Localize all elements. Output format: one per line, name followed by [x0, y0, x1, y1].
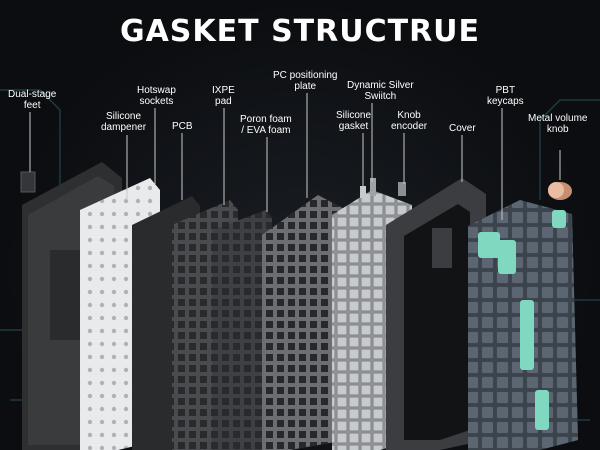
label-pcb: PCB [172, 121, 193, 132]
knob-encoder-part [370, 178, 376, 196]
metal-knob [548, 182, 572, 200]
dual-stage-feet-part [20, 171, 36, 193]
cover-layer [386, 178, 486, 450]
plate-layer [262, 195, 346, 450]
silicone-gasket-part [360, 186, 366, 198]
label-cover: Cover [449, 123, 476, 134]
foam-layer [212, 210, 272, 450]
leader-lines [29, 93, 561, 220]
label-poron-eva-foam: Poron foam/ EVA foam [240, 114, 292, 136]
page-title: GASKET STRUCTRUE [119, 14, 481, 49]
keycap-layer [468, 200, 578, 450]
